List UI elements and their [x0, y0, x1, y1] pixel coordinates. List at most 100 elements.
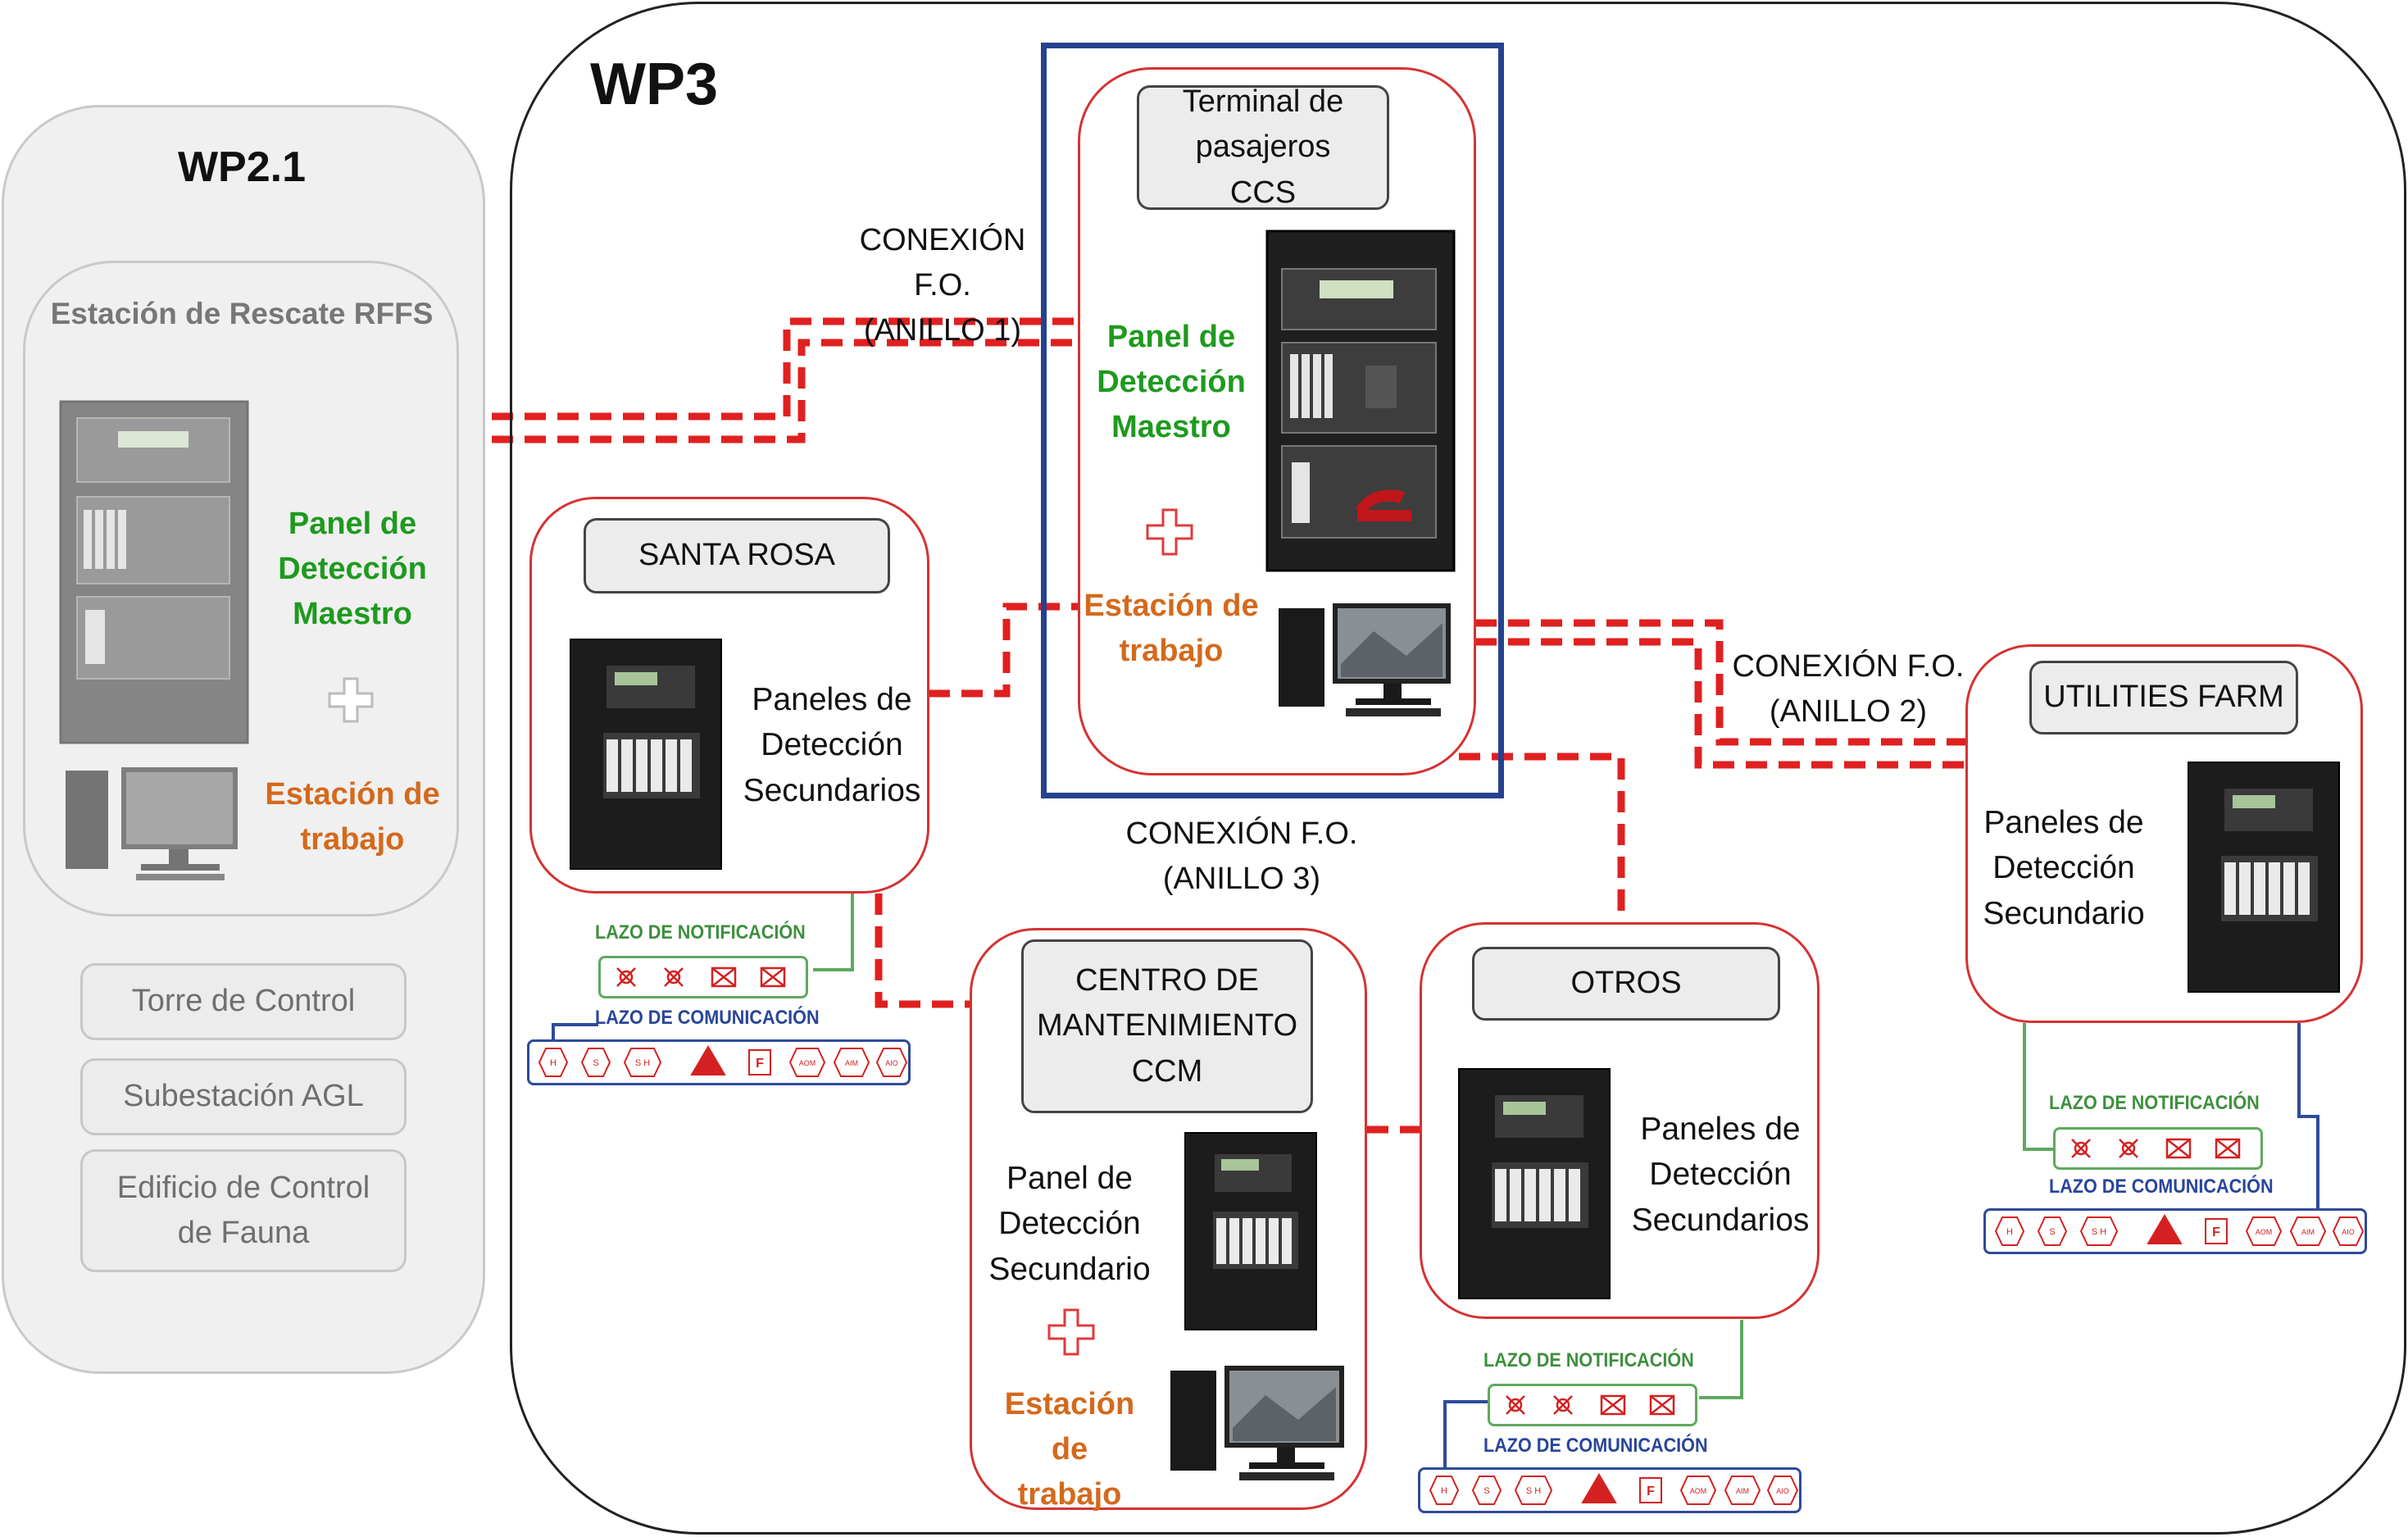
notification-devices-icon	[1506, 1394, 1675, 1416]
rescue-workstation-label: Estación de trabajo	[259, 772, 446, 862]
santa-rosa-panels-label: Paneles de Detección Secundarios	[729, 677, 934, 813]
rescue-workstation-image	[66, 767, 238, 880]
rescue-panel-line-2: Detección	[278, 552, 427, 587]
comm-device-h: H	[1441, 1486, 1447, 1496]
comm-device-aim: AIM	[845, 1059, 858, 1067]
comm-device-aim: AIM	[1736, 1487, 1749, 1495]
utilities-farm-communication-label: LAZO DE COMUNICACIÓN	[2049, 1175, 2274, 1198]
otros-panels-line-3: Secundarios	[1631, 1202, 1810, 1238]
ring2-line-b	[1475, 638, 1965, 769]
santa-rosa-panel-image	[570, 639, 722, 870]
ccs-panel-line-1: Panel de	[1106, 320, 1236, 354]
comm-device-aim: AIM	[2301, 1228, 2315, 1236]
comm-device-s: S	[2049, 1227, 2055, 1237]
sr-comm-wire	[552, 1023, 598, 1041]
utilities-farm-panels-line-2: Detección	[1992, 850, 2135, 886]
ccm-panel-line-2: Detección	[998, 1206, 1141, 1242]
comm-device-aom: AOM	[799, 1059, 816, 1067]
building-control-fauna: Edificio de Control de Fauna	[80, 1149, 407, 1272]
ccm-plus-icon	[1047, 1308, 1095, 1356]
santa-rosa-title: SANTA ROSA	[584, 518, 890, 593]
notification-devices-icon	[2071, 1138, 2241, 1159]
ccs-workstation-label: Estación de trabajo	[1082, 584, 1261, 674]
comm-device-aio: AIO	[2342, 1228, 2355, 1236]
ring3-label-line-2: (ANILLO 3)	[1162, 862, 1321, 897]
ccm-panel-line-1: Panel de	[1006, 1161, 1133, 1196]
ring1-line-a	[459, 317, 1078, 421]
ccs-panel-line-3: Maestro	[1111, 410, 1231, 445]
wp3-title: WP3	[590, 52, 719, 117]
communication-devices-icon: H S S H F AOM AIM AIO	[1994, 1214, 2365, 1246]
ring1-label: CONEXIÓN F.O. (ANILLO 1)	[828, 218, 1057, 353]
wp21-title: WP2.1	[177, 143, 307, 191]
otros-panels-line-2: Detección	[1649, 1157, 1792, 1193]
ccs-panel-image	[1265, 230, 1456, 572]
ccs-workstation-line-2: trabajo	[1119, 634, 1224, 669]
ccm-workstation-line-1: Estación de	[1004, 1387, 1135, 1467]
ccm-panel-label: Panel de Detección Secundario	[984, 1156, 1156, 1292]
ring1-label-line-1: CONEXIÓN F.O.	[859, 223, 1026, 303]
comm-device-f: F	[2212, 1226, 2220, 1239]
otros-notification-label: LAZO DE NOTIFICACIÓN	[1483, 1349, 1694, 1371]
ccs-title: Terminal de pasajeros CCS	[1137, 84, 1389, 210]
rescue-panel-image	[59, 400, 249, 744]
rescue-panel-label: Panel de Detección Maestro	[259, 502, 446, 637]
comm-device-aom: AOM	[2256, 1228, 2273, 1236]
ccs-plus-icon	[1146, 508, 1193, 556]
ccm-panel-line-3: Secundario	[988, 1251, 1151, 1287]
comm-device-aom: AOM	[1690, 1487, 1707, 1495]
uf-comm-wire	[2297, 1023, 2319, 1212]
santa-rosa-notification-strip	[598, 956, 808, 998]
ring3-label: CONEXIÓN F.O. (ANILLO 3)	[1123, 812, 1361, 902]
comm-device-sh: S H	[1526, 1486, 1541, 1496]
utilities-farm-notification-strip	[2053, 1127, 2263, 1170]
ot-notif-wire	[1699, 1320, 1743, 1399]
utilities-farm-title: UTILITIES FARM	[2029, 661, 2298, 734]
santa-rosa-ccm-link	[875, 894, 970, 1008]
comm-device-h: H	[550, 1058, 557, 1068]
ring1-label-line-2: (ANILLO 1)	[863, 313, 1022, 348]
rescue-plus-icon	[328, 677, 374, 723]
ring2-label-line-1: CONEXIÓN F.O.	[1732, 649, 1965, 684]
ccm-workstation-line-2: trabajo	[1017, 1477, 1122, 1512]
otros-panels-label: Paneles de Detección Secundarios	[1626, 1107, 1815, 1243]
sr-notif-wire	[813, 894, 854, 971]
communication-devices-icon: H S S H F AOM AIM AIO	[1429, 1473, 1799, 1505]
building-subestacion-agl: Subestación AGL	[80, 1058, 407, 1135]
otros-communication-strip: H S S H F AOM AIM AIO	[1418, 1467, 1801, 1513]
rescue-panel-line-3: Maestro	[293, 597, 412, 632]
rescue-panel-line-1: Panel de	[288, 507, 417, 541]
otros-communication-label: LAZO DE COMUNICACIÓN	[1483, 1435, 1708, 1457]
comm-device-s: S	[593, 1058, 598, 1068]
ring1-line-b	[459, 339, 1078, 443]
ccm-workstation-image	[1170, 1366, 1344, 1480]
ccs-workstation-image	[1279, 603, 1451, 716]
comm-device-s: S	[1483, 1486, 1489, 1496]
comm-device-h: H	[2006, 1227, 2013, 1237]
utilities-farm-panels-label: Paneles de Detección Secundario	[1974, 800, 2154, 936]
ot-comm-wire	[1443, 1400, 1488, 1471]
ccm-panel-image	[1184, 1132, 1317, 1330]
ccs-panel-label: Panel de Detección Maestro	[1082, 315, 1261, 450]
ccs-panel-line-2: Detección	[1097, 365, 1246, 400]
ring2-label-line-2: (ANILLO 2)	[1769, 694, 1928, 730]
notification-devices-icon	[616, 966, 786, 988]
uf-notif-wire	[2023, 1023, 2053, 1151]
utilities-farm-panels-line-1: Paneles de	[1983, 805, 2144, 840]
rescue-workstation-line-1: Estación de	[265, 777, 440, 812]
ring3-line	[1459, 753, 1625, 922]
ccm-workstation-label: Estación de trabajo	[984, 1382, 1156, 1517]
utilities-farm-notification-label: LAZO DE NOTIFICACIÓN	[2049, 1092, 2260, 1114]
ring3-label-line-1: CONEXIÓN F.O.	[1125, 816, 1358, 851]
santa-rosa-panels-line-1: Paneles de	[752, 682, 912, 717]
otros-notification-strip	[1488, 1384, 1697, 1426]
comm-device-f: F	[1647, 1485, 1655, 1498]
santa-rosa-communication-strip: H S S H F AOM AIM AIO	[527, 1039, 911, 1085]
ccs-highlight-frame	[1041, 43, 1504, 798]
building-torre-control: Torre de Control	[80, 963, 407, 1040]
comm-device-f: F	[756, 1057, 764, 1071]
ring2-line-a	[1475, 619, 1965, 746]
communication-devices-icon: H S S H F AOM AIM AIO	[538, 1045, 908, 1077]
comm-device-aio: AIO	[1776, 1487, 1789, 1495]
utilities-farm-communication-strip: H S S H F AOM AIM AIO	[1983, 1208, 2367, 1254]
